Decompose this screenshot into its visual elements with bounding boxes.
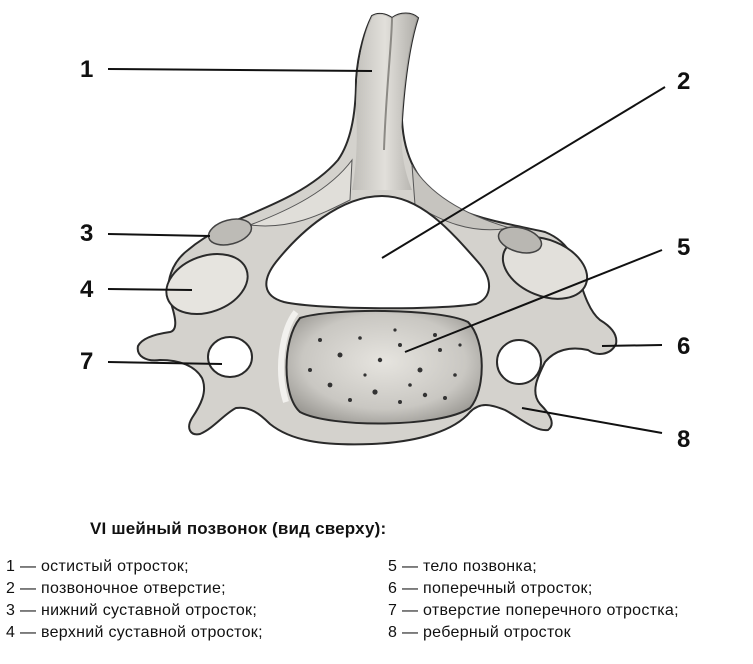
leader-7 [107,361,223,365]
vertebral-body [285,309,483,425]
legend-item: 2 — позвоночное отверстие; [6,580,226,597]
legend-item: 5 — тело позвонка; [388,558,538,575]
transverse-foramen-left [207,336,253,378]
label-5: 5 [677,234,691,261]
label-2: 2 [677,68,691,95]
leader-8 [521,407,663,434]
legend-item: 8 — реберный отросток [388,624,571,641]
inferior-articular-process-left [207,218,253,246]
leader-lines [107,68,666,434]
legend-right: 5 — тело позвонка; 6 — поперечный отрост… [388,556,679,644]
label-1: 1 [80,56,94,83]
leader-2 [381,86,666,259]
leader-3 [107,233,211,237]
inferior-articular-process-right [497,226,543,254]
legend-item: 7 — отверстие поперечного отростка; [388,602,679,619]
vertebra-illustration [107,12,666,446]
leader-4 [107,288,193,291]
body-pores [308,328,462,404]
leader-5 [404,249,663,353]
label-7: 7 [80,348,94,375]
legend-item: 6 — поперечный отросток; [388,580,593,597]
body-lip-left [278,310,299,403]
label-3: 3 [80,220,94,247]
figure-caption: VI шейный позвонок (вид сверху): [90,519,387,538]
leader-1 [107,68,373,72]
legend-item: 1 — остистый отросток; [6,558,189,575]
legend-item: 4 — верхний суставной отросток; [6,624,263,641]
legend-item: 3 — нижний суставной отросток; [6,602,258,619]
spinous-process [352,13,418,190]
label-4: 4 [80,276,94,303]
spinous-groove [383,17,393,151]
leader-6 [601,344,663,347]
label-6: 6 [677,333,691,360]
legend-left: 1 — остистый отросток; 2 — позвоночное о… [6,556,263,644]
label-8: 8 [677,426,691,453]
transverse-foramen-right [496,339,542,385]
vertebral-foramen [265,194,490,310]
superior-articular-facet-left [165,253,249,315]
